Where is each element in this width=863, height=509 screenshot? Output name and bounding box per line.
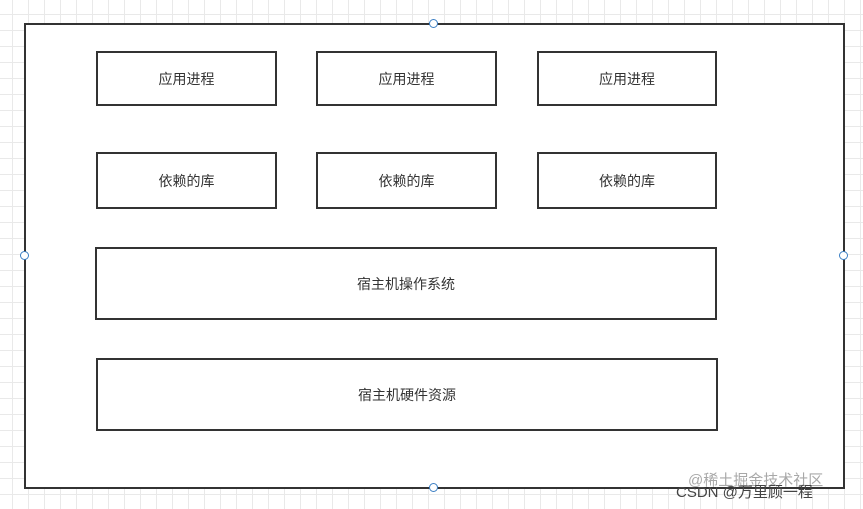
library-box-2[interactable]: 依赖的库 <box>316 152 497 209</box>
library-label-2: 依赖的库 <box>378 173 435 190</box>
host-hardware-box[interactable]: 宿主机硬件资源 <box>96 358 718 431</box>
watermark-csdn: CSDN @万里顾一程 <box>676 484 813 501</box>
selection-handle-left[interactable] <box>20 251 29 260</box>
app-process-label-3: 应用进程 <box>599 71 655 88</box>
app-process-label-1: 应用进程 <box>158 71 215 88</box>
selection-handle-bottom[interactable] <box>429 483 438 492</box>
selection-handle-right[interactable] <box>839 251 848 260</box>
app-process-box-2[interactable]: 应用进程 <box>316 51 497 106</box>
selection-handle-top[interactable] <box>429 19 438 28</box>
library-label-3: 依赖的库 <box>599 173 655 190</box>
library-box-1[interactable]: 依赖的库 <box>96 152 277 209</box>
watermark-juejin: @稀土掘金技术社区 <box>688 472 824 489</box>
app-process-label-2: 应用进程 <box>378 71 435 88</box>
app-process-box-1[interactable]: 应用进程 <box>96 51 277 106</box>
app-process-box-3[interactable]: 应用进程 <box>537 51 717 106</box>
library-box-3[interactable]: 依赖的库 <box>537 152 717 209</box>
library-label-1: 依赖的库 <box>158 173 215 190</box>
host-os-label: 宿主机操作系统 <box>357 276 455 293</box>
host-os-box[interactable]: 宿主机操作系统 <box>95 247 717 320</box>
host-hardware-label: 宿主机硬件资源 <box>358 387 456 404</box>
